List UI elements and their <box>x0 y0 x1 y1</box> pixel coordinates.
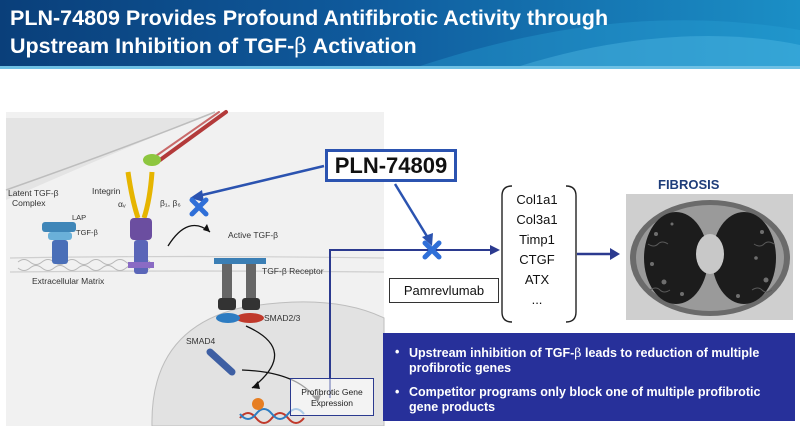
smad4-protein <box>206 348 236 376</box>
summary-bullet-2: • Competitor programs only block one of m… <box>395 385 783 415</box>
collagen-fiber <box>152 110 228 162</box>
lap-label: LAP <box>72 213 87 222</box>
tgfb-receptor-shape <box>214 258 266 323</box>
extracellular-matrix-label: Extracellular Matrix <box>32 276 105 286</box>
smad23-label: SMAD2/3 <box>264 313 301 323</box>
title-line-2-prefix: Upstream Inhibition of TGF- <box>10 34 295 58</box>
bullet-1-suffix: leads to reduction of multiple profibrot… <box>409 346 760 375</box>
integrin-receptor <box>125 171 155 274</box>
profibrotic-line-2: Expression <box>310 398 354 408</box>
pamrevlumab-inhibit-x-icon <box>422 240 442 260</box>
profibrotic-line-1: Profibrotic Gene <box>301 387 363 397</box>
gene-item: Timp1 <box>519 232 555 247</box>
profibrotic-gene-expression-box: Profibrotic Gene Expression <box>290 378 374 416</box>
alpha-v-label: αᵥ <box>118 199 126 209</box>
bullet-1-beta: β <box>574 345 582 360</box>
lung-ct-drawing <box>626 194 793 320</box>
gene-item: ... <box>531 292 543 307</box>
beta-subunits-label: β₁, β₆ <box>160 198 181 208</box>
bullet-dot: • <box>395 345 400 359</box>
transcription-factor <box>252 398 264 410</box>
tgfb-small-label: TGF-β <box>76 228 98 237</box>
latent-tgfb-label: Latent TGF-β Complex <box>8 188 59 208</box>
gene-expression-line <box>329 249 494 398</box>
banner-swoosh <box>420 20 800 66</box>
latent-tgfb-line-1: Latent TGF-β <box>8 188 59 198</box>
bullet-2-text: Competitor programs only block one of mu… <box>409 385 761 414</box>
title-banner: PLN-74809 Provides Profound Antifibrotic… <box>0 0 800 66</box>
bullet-1-prefix: Upstream inhibition of TGF- <box>409 346 575 360</box>
tgfb-receptor-label: TGF-β Receptor <box>262 266 324 276</box>
latent-tgfb-complex <box>42 222 76 264</box>
page-title: PLN-74809 Provides Profound Antifibrotic… <box>10 4 608 61</box>
title-beta-symbol: β <box>294 34 307 59</box>
title-line-1: PLN-74809 Provides Profound Antifibrotic… <box>10 6 609 30</box>
summary-box: • Upstream inhibition of TGF-β leads to r… <box>383 333 795 421</box>
extracellular-matrix-fibers <box>17 259 151 271</box>
pln-to-integrin-arrow <box>197 164 325 198</box>
latent-tgfb-line-2: Complex <box>12 198 46 208</box>
pln-74809-box: PLN-74809 <box>325 149 457 182</box>
title-line-2: Upstream Inhibition of TGF-β Activation <box>10 32 608 61</box>
gene-list: Col1a1 Col3a1 Timp1 CTGF ATX ... <box>504 190 570 310</box>
gene-item: ATX <box>524 272 550 287</box>
pamrevlumab-box: Pamrevlumab <box>389 278 499 303</box>
summary-bullet-1: • Upstream inhibition of TGF-β leads to r… <box>395 345 783 376</box>
lung-ct-image <box>626 194 793 320</box>
title-line-2-suffix: Activation <box>306 34 417 58</box>
bullet-dot: • <box>395 385 400 399</box>
smad4-label: SMAD4 <box>186 336 216 346</box>
upper-membrane <box>5 111 216 191</box>
gene-item: Col1a1 <box>516 192 558 207</box>
gene-item: CTGF <box>519 252 555 267</box>
header-rule <box>0 66 800 69</box>
fiber-ligand <box>143 154 161 166</box>
active-tgfb-label: Active TGF-β <box>228 230 279 240</box>
pln-down-arrow <box>393 183 430 239</box>
gene-item: Col3a1 <box>516 212 558 227</box>
integrin-label: Integrin <box>92 186 121 196</box>
integrin-inhibit-x-icon <box>189 197 209 217</box>
fibrosis-title: FIBROSIS <box>658 177 720 192</box>
gene-list-bracket <box>501 185 577 323</box>
